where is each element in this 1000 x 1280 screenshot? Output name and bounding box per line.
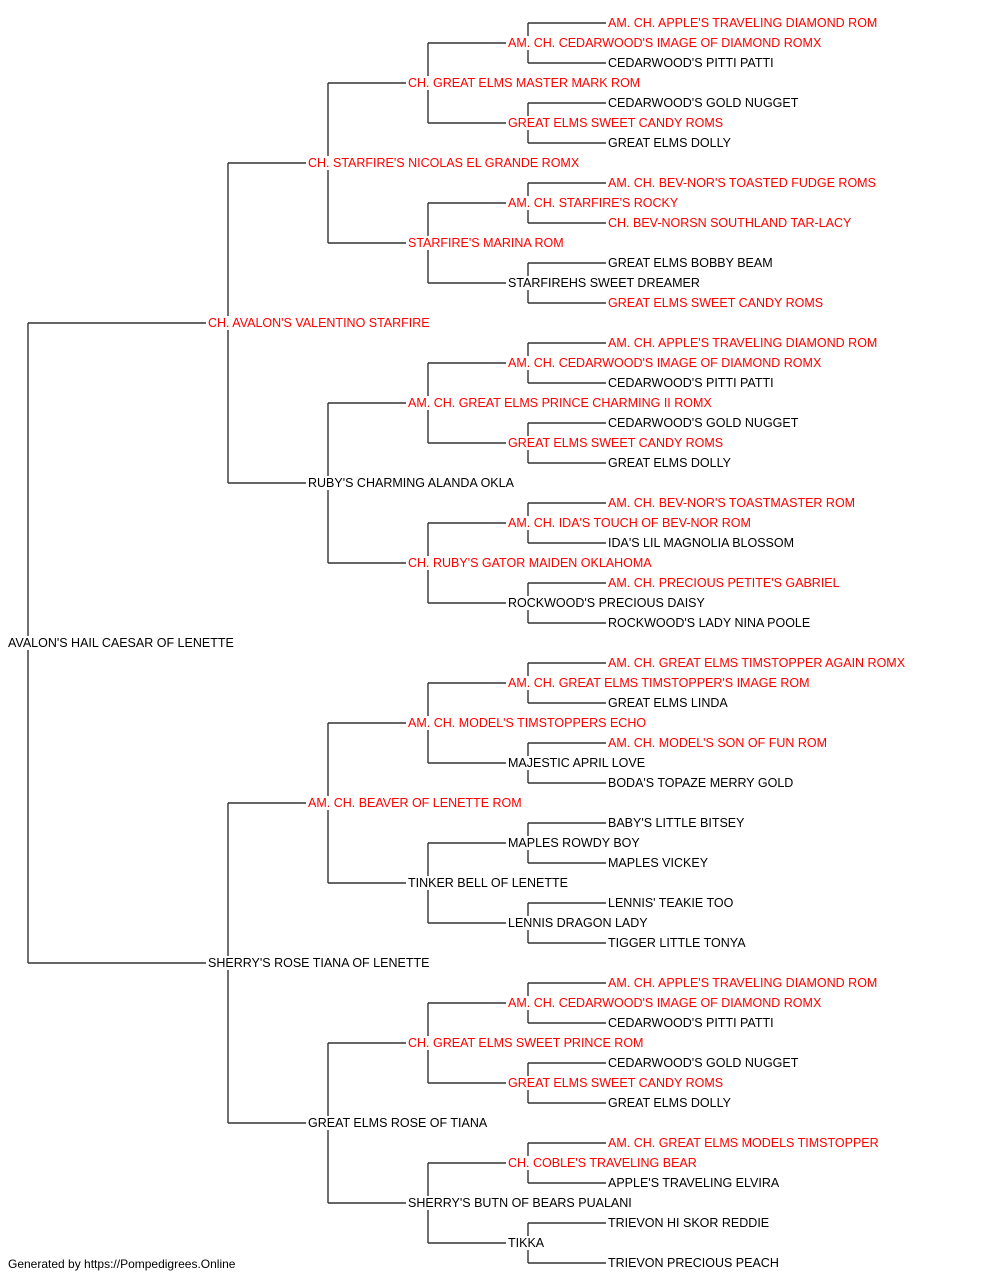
- sire-name: CEDARWOOD'S GOLD NUGGET: [607, 96, 800, 110]
- generated-by-footer: Generated by https://Pompedigrees.Online: [8, 1257, 236, 1271]
- sire-name: CH. AVALON'S VALENTINO STARFIRE: [207, 316, 431, 330]
- dam-name: GREAT ELMS SWEET CANDY ROMS: [507, 116, 725, 130]
- dam-name: BODA'S TOPAZE MERRY GOLD: [607, 776, 795, 790]
- sire-name: AM. CH. STARFIRE'S ROCKY: [507, 196, 680, 210]
- dam-name: MAJESTIC APRIL LOVE: [507, 756, 647, 770]
- dam-name: TIGGER LITTLE TONYA: [607, 936, 747, 950]
- dam-name: GREAT ELMS SWEET CANDY ROMS: [507, 1076, 725, 1090]
- sire-name: BABY'S LITTLE BITSEY: [607, 816, 746, 830]
- dam-name: TRIEVON PRECIOUS PEACH: [607, 1256, 780, 1270]
- sire-name: TRIEVON HI SKOR REDDIE: [607, 1216, 771, 1230]
- sire-name: LENNIS' TEAKIE TOO: [607, 896, 735, 910]
- dam-name: GREAT ELMS DOLLY: [607, 456, 732, 470]
- sire-name: AM. CH. APPLE'S TRAVELING DIAMOND ROM: [607, 16, 879, 30]
- dam-name: CEDARWOOD'S PITTI PATTI: [607, 1016, 775, 1030]
- dam-name: CEDARWOOD'S PITTI PATTI: [607, 376, 775, 390]
- dam-name: ROCKWOOD'S LADY NINA POOLE: [607, 616, 812, 630]
- sire-name: CH. GREAT ELMS MASTER MARK ROM: [407, 76, 642, 90]
- sire-name: AM. CH. IDA'S TOUCH OF BEV-NOR ROM: [507, 516, 752, 530]
- sire-name: AM. CH. BEAVER OF LENETTE ROM: [307, 796, 523, 810]
- sire-name: CH. COBLE'S TRAVELING BEAR: [507, 1156, 698, 1170]
- sire-name: AM. CH. CEDARWOOD'S IMAGE OF DIAMOND ROM…: [507, 356, 823, 370]
- dam-name: STARFIREHS SWEET DREAMER: [507, 276, 701, 290]
- sire-name: AM. CH. CEDARWOOD'S IMAGE OF DIAMOND ROM…: [507, 36, 823, 50]
- sire-name: CEDARWOOD'S GOLD NUGGET: [607, 1056, 800, 1070]
- dam-name: GREAT ELMS ROSE OF TIANA: [307, 1116, 489, 1130]
- dam-name: GREAT ELMS DOLLY: [607, 1096, 732, 1110]
- dam-name: IDA'S LIL MAGNOLIA BLOSSOM: [607, 536, 796, 550]
- dam-name: APPLE'S TRAVELING ELVIRA: [607, 1176, 781, 1190]
- dam-name: GREAT ELMS DOLLY: [607, 136, 732, 150]
- sire-name: AM. CH. GREAT ELMS PRINCE CHARMING II RO…: [407, 396, 713, 410]
- sire-name: AM. CH. BEV-NOR'S TOASTMASTER ROM: [607, 496, 857, 510]
- dam-name: CEDARWOOD'S PITTI PATTI: [607, 56, 775, 70]
- dam-name: TIKKA: [507, 1236, 546, 1250]
- dam-name: GREAT ELMS LINDA: [607, 696, 729, 710]
- sire-name: CH. STARFIRE'S NICOLAS EL GRANDE ROMX: [307, 156, 581, 170]
- dam-name: TINKER BELL OF LENETTE: [407, 876, 569, 890]
- dam-name: SHERRY'S ROSE TIANA OF LENETTE: [207, 956, 431, 970]
- dam-name: RUBY'S CHARMING ALANDA OKLA: [307, 476, 515, 490]
- sire-name: AM. CH. MODEL'S TIMSTOPPERS ECHO: [407, 716, 648, 730]
- dam-name: GREAT ELMS SWEET CANDY ROMS: [607, 296, 825, 310]
- sire-name: AM. CH. APPLE'S TRAVELING DIAMOND ROM: [607, 336, 879, 350]
- sire-name: AM. CH. PRECIOUS PETITE'S GABRIEL: [607, 576, 841, 590]
- dam-name: SHERRY'S BUTN OF BEARS PUALANI: [407, 1196, 633, 1210]
- sire-name: AM. CH. GREAT ELMS TIMSTOPPER'S IMAGE RO…: [507, 676, 811, 690]
- subject-dog-name: AVALON'S HAIL CAESAR OF LENETTE: [7, 636, 235, 650]
- sire-name: AM. CH. CEDARWOOD'S IMAGE OF DIAMOND ROM…: [507, 996, 823, 1010]
- sire-name: CH. GREAT ELMS SWEET PRINCE ROM: [407, 1036, 645, 1050]
- dam-name: MAPLES VICKEY: [607, 856, 710, 870]
- dam-name: GREAT ELMS SWEET CANDY ROMS: [507, 436, 725, 450]
- sire-name: MAPLES ROWDY BOY: [507, 836, 641, 850]
- sire-name: CEDARWOOD'S GOLD NUGGET: [607, 416, 800, 430]
- dam-name: STARFIRE'S MARINA ROM: [407, 236, 565, 250]
- dam-name: CH. RUBY'S GATOR MAIDEN OKLAHOMA: [407, 556, 653, 570]
- sire-name: AM. CH. BEV-NOR'S TOASTED FUDGE ROMS: [607, 176, 877, 190]
- sire-name: AM. CH. GREAT ELMS TIMSTOPPER AGAIN ROMX: [607, 656, 907, 670]
- sire-name: AM. CH. MODEL'S SON OF FUN ROM: [607, 736, 829, 750]
- dam-name: ROCKWOOD'S PRECIOUS DAISY: [507, 596, 706, 610]
- dam-name: LENNIS DRAGON LADY: [507, 916, 649, 930]
- sire-name: AM. CH. GREAT ELMS MODELS TIMSTOPPER: [607, 1136, 880, 1150]
- sire-name: GREAT ELMS BOBBY BEAM: [607, 256, 774, 270]
- sire-name: AM. CH. APPLE'S TRAVELING DIAMOND ROM: [607, 976, 879, 990]
- dam-name: CH. BEV-NORSN SOUTHLAND TAR-LACY: [607, 216, 853, 230]
